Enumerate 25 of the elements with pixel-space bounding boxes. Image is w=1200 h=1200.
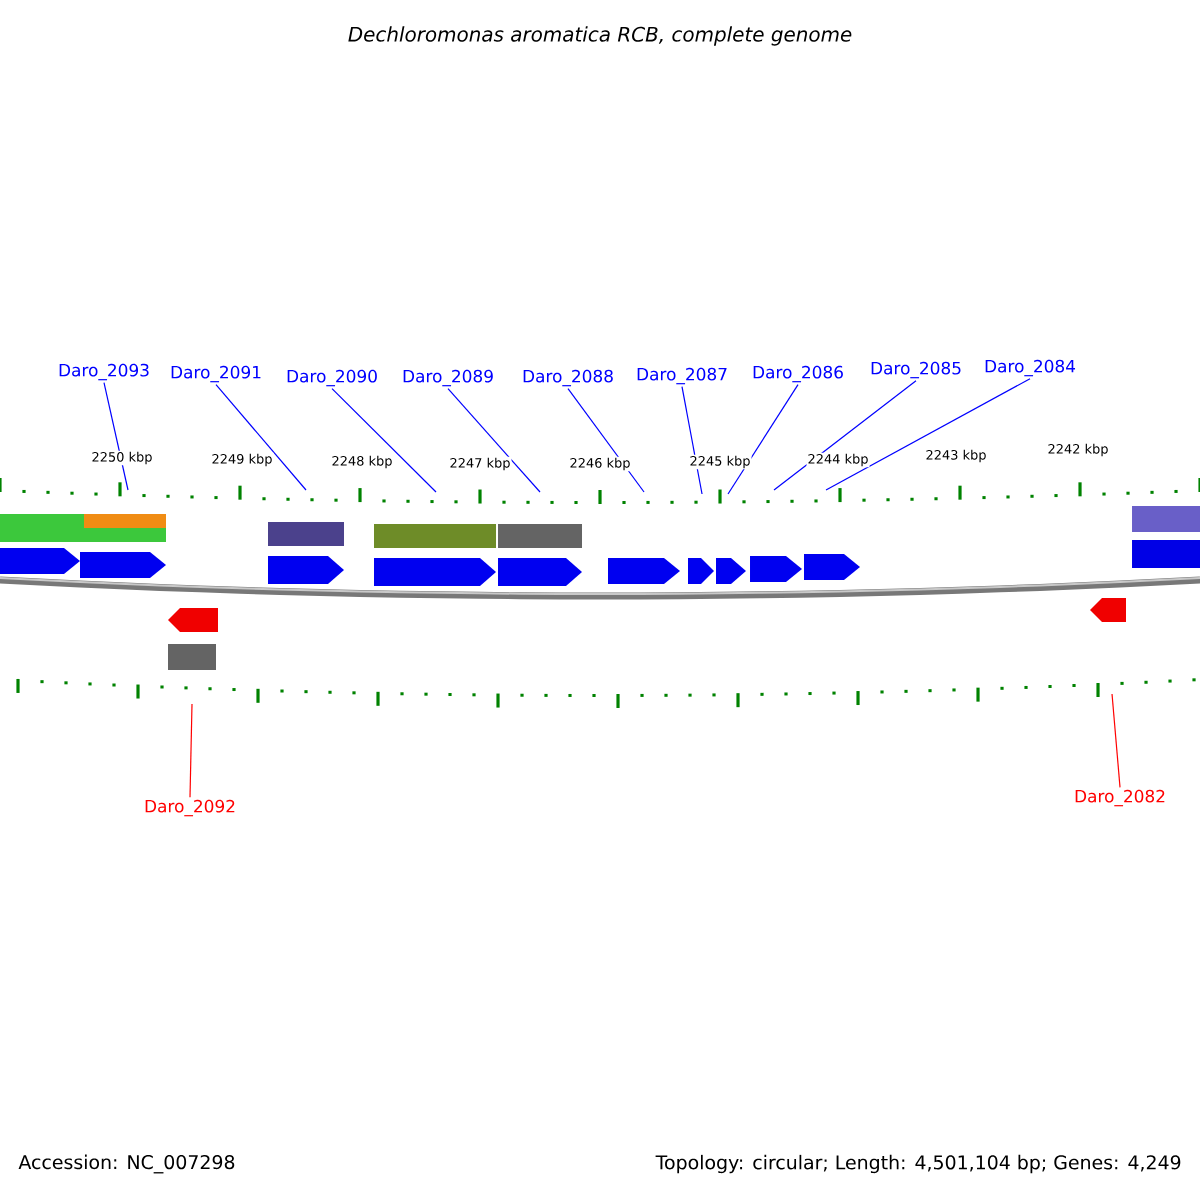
- footer-text: Accession: NC_007298: [18, 1154, 235, 1174]
- leader-line: [103, 382, 129, 491]
- leader-line: [681, 386, 703, 495]
- leader-line: [567, 388, 645, 493]
- leader-line: [1111, 693, 1121, 788]
- leader-line: [447, 388, 541, 493]
- gene-label: Daro_2089: [403, 369, 493, 387]
- gene-label: Daro_2087: [637, 367, 727, 385]
- gene-label: Daro_2084: [985, 359, 1076, 377]
- gene-label: Daro_2090: [287, 369, 377, 387]
- gene-label: Daro_2085: [871, 361, 961, 379]
- gene-label: Daro_2088: [523, 369, 613, 387]
- leader-line: [331, 388, 437, 493]
- gene-label: Daro_2091: [171, 365, 261, 383]
- gene-label: Daro_2086: [753, 365, 843, 383]
- gene-label: Daro_2082: [1075, 789, 1165, 807]
- footer-text: Topology: circular; Length: 4,501,104 bp; Genes: 4,249: [655, 1154, 1181, 1174]
- leader-line: [215, 384, 307, 491]
- gene-label: Daro_2093: [59, 363, 149, 381]
- title: Dechloromonas aromatica RCB, complete genome: [348, 26, 852, 46]
- leader-line: [825, 378, 1031, 491]
- leader-line: [727, 384, 799, 495]
- leader-line: [189, 703, 193, 798]
- leader-line: [773, 380, 917, 491]
- gene-label: Daro_2092: [145, 799, 235, 817]
